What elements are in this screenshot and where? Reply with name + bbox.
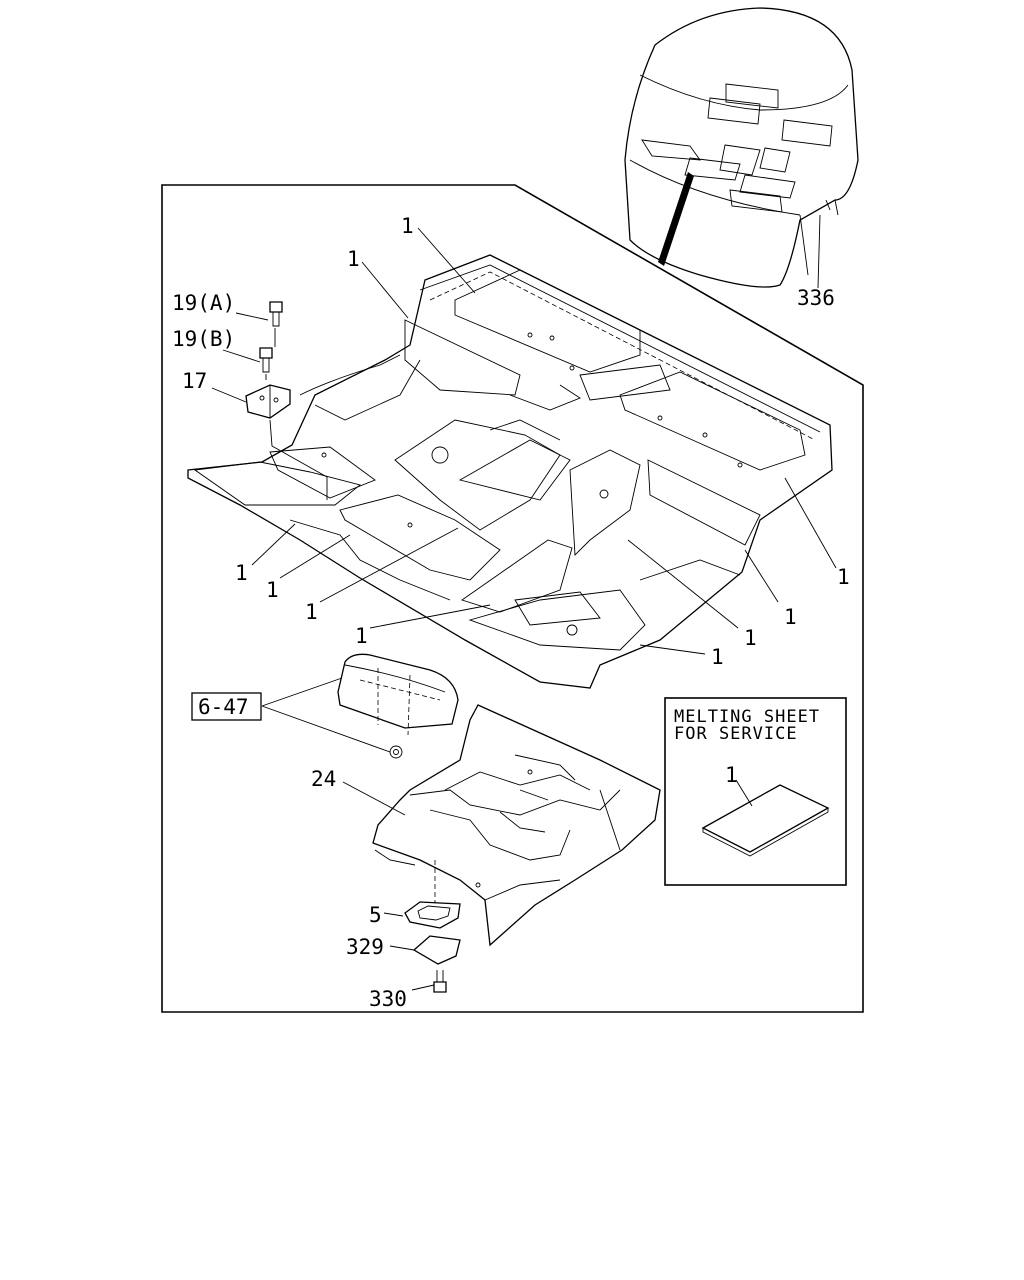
callout-1-right-tunnel: 1 xyxy=(744,626,757,650)
nut-6-47 xyxy=(389,745,403,759)
grommet-5 xyxy=(404,901,461,929)
callout-1-tunnel: 1 xyxy=(355,624,368,648)
callout-6-47-box xyxy=(191,692,262,721)
callout-329: 329 xyxy=(346,935,384,959)
callout-17: 17 xyxy=(182,369,207,393)
inset-title-line2: FOR SERVICE xyxy=(674,724,798,744)
bolt-19b xyxy=(259,347,273,373)
melting-sheet-drawing xyxy=(701,784,830,857)
callout-19b: 19(B) xyxy=(172,327,235,351)
inset-title-line1: MELTING SHEET xyxy=(674,707,820,727)
callout-24: 24 xyxy=(311,767,336,791)
callout-1-rear-right: 1 xyxy=(837,565,850,589)
plate-329 xyxy=(412,935,461,965)
callout-1-top-left-panel: 1 xyxy=(347,247,360,271)
cab-body xyxy=(624,7,859,288)
floor-panel-24 xyxy=(372,704,661,947)
inset-callout-1: 1 xyxy=(725,763,738,787)
bracket-17-position-line xyxy=(269,419,328,500)
callout-1-left-center: 1 xyxy=(266,578,279,602)
bracket-17 xyxy=(245,384,291,419)
callout-336: 336 xyxy=(797,286,835,310)
callout-1-right-side: 1 xyxy=(784,605,797,629)
floor-insulator-assembly xyxy=(187,254,833,689)
callout-1-top-right-panel: 1 xyxy=(401,214,414,238)
leader-inset-1 xyxy=(735,779,753,807)
callout-1-left-front: 1 xyxy=(235,561,248,585)
callout-19a: 19(A) xyxy=(172,291,235,315)
bolt-330 xyxy=(433,970,447,993)
inset-box xyxy=(664,697,847,886)
main-frame xyxy=(161,184,864,1013)
leader-lines xyxy=(211,214,837,991)
cover-6-47 xyxy=(337,653,459,736)
callout-1-center: 1 xyxy=(305,600,318,624)
callout-6-47: 6-47 xyxy=(198,695,249,719)
callout-330: 330 xyxy=(369,987,407,1011)
callout-1-right-floor: 1 xyxy=(711,645,724,669)
bolt-19a xyxy=(269,301,283,327)
callout-5: 5 xyxy=(369,903,382,927)
